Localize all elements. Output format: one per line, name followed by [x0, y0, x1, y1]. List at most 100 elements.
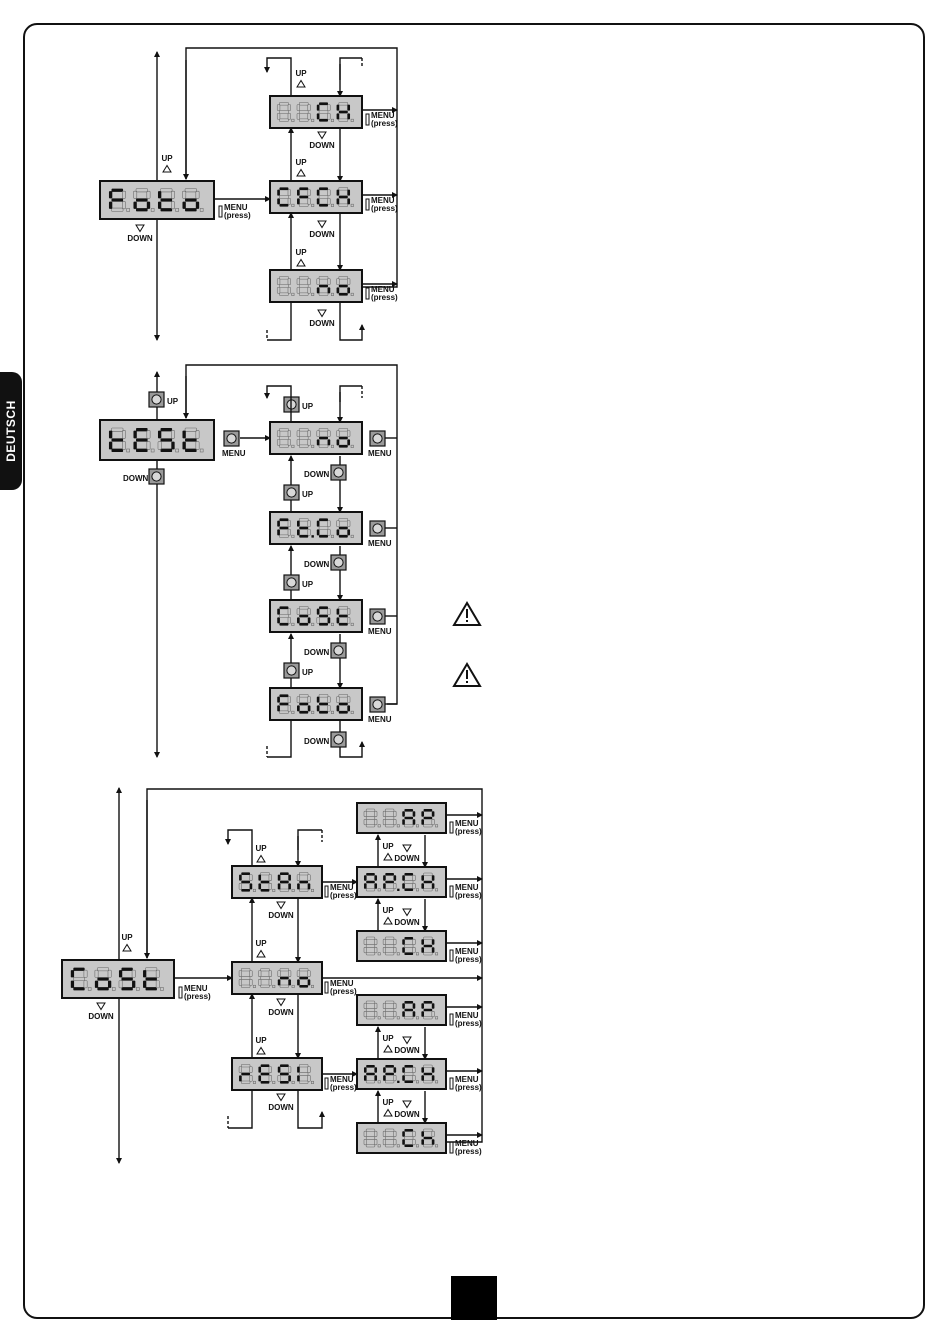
down-label: DOWN: [304, 648, 330, 657]
down-label: DOWN: [268, 1008, 294, 1017]
down-label: DOWN: [304, 470, 330, 479]
down-button-icon: [330, 554, 347, 571]
menu-label: MENU: [222, 449, 246, 458]
up-label: UP: [302, 668, 314, 677]
down-triangle-icon: [276, 1093, 286, 1102]
up-label: UP: [255, 1036, 267, 1045]
press-label: (press): [224, 211, 251, 220]
menu-label: MENU: [371, 285, 395, 294]
menu-key-icon: [449, 885, 454, 898]
press-label: (press): [455, 827, 482, 836]
up-button-icon: [283, 484, 300, 501]
menu-label: MENU: [455, 1011, 479, 1020]
menu-label: MENU: [368, 715, 392, 724]
down-label: DOWN: [309, 141, 335, 150]
up-triangle-icon: [256, 949, 266, 958]
up-triangle-icon: [383, 1108, 393, 1117]
down-label: DOWN: [394, 854, 420, 863]
up-triangle-icon: [296, 258, 306, 267]
menu-label: MENU: [330, 979, 354, 988]
menu-label: MENU: [224, 203, 248, 212]
down-label: DOWN: [394, 1110, 420, 1119]
press-label: (press): [371, 204, 398, 213]
diagram-test-menu: UP DOWN MENU MENU MENU MENU MENU UP DOWN UP DOWN UP…: [99, 364, 398, 758]
down-triangle-icon: [402, 908, 412, 917]
menu-label: MENU: [368, 627, 392, 636]
down-button-icon: [330, 731, 347, 748]
warning-icon: [452, 601, 482, 626]
up-button-icon: [283, 662, 300, 679]
press-label: (press): [330, 1083, 357, 1092]
down-button-icon: [330, 642, 347, 659]
diagram-foto-menu: UPDOWNMENU(press)MENU(press)MENU(press)M…: [99, 47, 398, 341]
menu-label: MENU: [455, 1139, 479, 1148]
menu-label: MENU: [368, 539, 392, 548]
up-label: UP: [382, 1098, 394, 1107]
main-display: [99, 180, 215, 220]
sub-option-display: [356, 1058, 447, 1090]
main-display: [99, 419, 215, 461]
down-label: DOWN: [123, 474, 149, 483]
up-triangle-icon: [383, 852, 393, 861]
menu-key-icon: [449, 949, 454, 962]
menu-label: MENU: [455, 819, 479, 828]
up-triangle-icon: [296, 168, 306, 177]
option-display: [231, 865, 323, 899]
menu-label: MENU: [330, 883, 354, 892]
down-triangle-icon: [402, 1100, 412, 1109]
menu-key-icon: [324, 1077, 329, 1090]
press-label: (press): [455, 1019, 482, 1028]
up-label: UP: [255, 939, 267, 948]
option-display: [269, 599, 363, 633]
down-label: DOWN: [88, 1012, 114, 1021]
option-display: [269, 687, 363, 721]
up-triangle-icon: [383, 916, 393, 925]
press-label: (press): [455, 1147, 482, 1156]
option-display: [269, 180, 363, 214]
down-label: DOWN: [127, 234, 153, 243]
up-button-icon: [283, 574, 300, 591]
press-label: (press): [330, 891, 357, 900]
menu-label: MENU: [371, 196, 395, 205]
up-label: UP: [121, 933, 133, 942]
up-label: UP: [302, 490, 314, 499]
up-triangle-icon: [296, 79, 306, 88]
up-triangle-icon: [256, 1046, 266, 1055]
up-button-icon: [148, 391, 165, 408]
menu-key-icon: [449, 1141, 454, 1154]
down-triangle-icon: [402, 1036, 412, 1045]
menu-key-icon: [218, 205, 223, 218]
down-triangle-icon: [135, 224, 145, 233]
down-label: DOWN: [304, 560, 330, 569]
menu-label: MENU: [455, 883, 479, 892]
down-label: DOWN: [394, 1046, 420, 1055]
down-label: DOWN: [309, 319, 335, 328]
press-label: (press): [371, 293, 398, 302]
menu-label: MENU: [330, 1075, 354, 1084]
down-label: DOWN: [304, 737, 330, 746]
diagram-cost-menu: UPDOWNMENU(press)MENU(press)MENU(press)M…: [61, 787, 483, 1164]
press-label: (press): [371, 119, 398, 128]
sub-option-display: [356, 802, 447, 834]
down-triangle-icon: [276, 901, 286, 910]
down-triangle-icon: [402, 844, 412, 853]
option-display: [269, 421, 363, 455]
menu-key-icon: [324, 885, 329, 898]
menu-button-icon: [369, 608, 386, 625]
up-label: UP: [302, 580, 314, 589]
down-label: DOWN: [268, 1103, 294, 1112]
down-triangle-icon: [276, 998, 286, 1007]
down-triangle-icon: [317, 220, 327, 229]
up-label: UP: [382, 1034, 394, 1043]
menu-button-icon: [369, 696, 386, 713]
up-triangle-icon: [383, 1044, 393, 1053]
up-triangle-icon: [122, 943, 132, 952]
up-label: UP: [302, 402, 314, 411]
menu-label: MENU: [455, 947, 479, 956]
option-display: [269, 511, 363, 545]
down-triangle-icon: [96, 1002, 106, 1011]
down-label: DOWN: [394, 918, 420, 927]
up-label: UP: [167, 397, 179, 406]
menu-label: MENU: [368, 449, 392, 458]
